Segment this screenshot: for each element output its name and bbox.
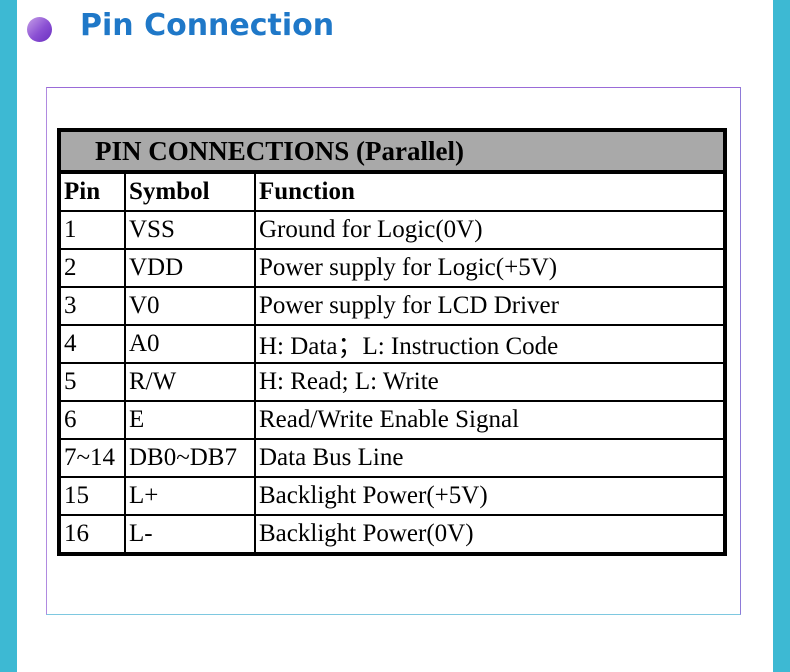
pin-connections-table: PIN CONNECTIONS (Parallel) Pin Symbol Fu… <box>57 128 727 556</box>
table-caption: PIN CONNECTIONS (Parallel) <box>58 129 726 174</box>
symbol-cell: R/W <box>124 362 256 402</box>
table-row: 6 E Read/Write Enable Signal <box>58 400 726 440</box>
column-header-function: Function <box>254 171 726 212</box>
symbol-cell: VSS <box>124 210 256 250</box>
symbol-cell: L- <box>124 514 256 555</box>
symbol-cell: E <box>124 400 256 440</box>
function-cell: Power supply for Logic(+5V) <box>254 248 726 288</box>
table-row: 3 V0 Power supply for LCD Driver <box>58 286 726 326</box>
column-header-symbol: Symbol <box>124 171 256 212</box>
pin-cell: 15 <box>58 476 126 516</box>
table-frame <box>46 87 741 615</box>
function-cell: Ground for Logic(0V) <box>254 210 726 250</box>
table-row: 16 L- Backlight Power(0V) <box>58 514 726 555</box>
pin-cell: 3 <box>58 286 126 326</box>
function-cell: Data Bus Line <box>254 438 726 478</box>
function-cell: Backlight Power(+5V) <box>254 476 726 516</box>
table-row: 2 VDD Power supply for Logic(+5V) <box>58 248 726 288</box>
function-cell: Read/Write Enable Signal <box>254 400 726 440</box>
table-row: 1 VSS Ground for Logic(0V) <box>58 210 726 250</box>
bullet-dot-icon <box>27 17 52 42</box>
symbol-cell: VDD <box>124 248 256 288</box>
pin-cell: 6 <box>58 400 126 440</box>
pin-cell: 1 <box>58 210 126 250</box>
pin-cell: 4 <box>58 324 126 364</box>
right-accent-bar <box>773 0 790 672</box>
pin-cell: 7~14 <box>58 438 126 478</box>
table-row: 5 R/W H: Read; L: Write <box>58 362 726 402</box>
function-cell: H: Data；L: Instruction Code <box>254 324 726 364</box>
function-cell: Power supply for LCD Driver <box>254 286 726 326</box>
table-row: 4 A0 H: Data；L: Instruction Code <box>58 324 726 364</box>
function-cell: H: Read; L: Write <box>254 362 726 402</box>
pin-cell: 5 <box>58 362 126 402</box>
pin-cell: 2 <box>58 248 126 288</box>
function-cell: Backlight Power(0V) <box>254 514 726 555</box>
table-header-row: Pin Symbol Function <box>58 171 726 212</box>
column-header-pin: Pin <box>58 171 126 212</box>
symbol-cell: DB0~DB7 <box>124 438 256 478</box>
table-row: 7~14 DB0~DB7 Data Bus Line <box>58 438 726 478</box>
left-accent-bar <box>0 0 17 672</box>
table-caption-row: PIN CONNECTIONS (Parallel) <box>58 129 726 174</box>
symbol-cell: L+ <box>124 476 256 516</box>
symbol-cell: A0 <box>124 324 256 364</box>
section-title: Pin Connection <box>80 8 335 43</box>
symbol-cell: V0 <box>124 286 256 326</box>
pin-cell: 16 <box>58 514 126 555</box>
table-row: 15 L+ Backlight Power(+5V) <box>58 476 726 516</box>
